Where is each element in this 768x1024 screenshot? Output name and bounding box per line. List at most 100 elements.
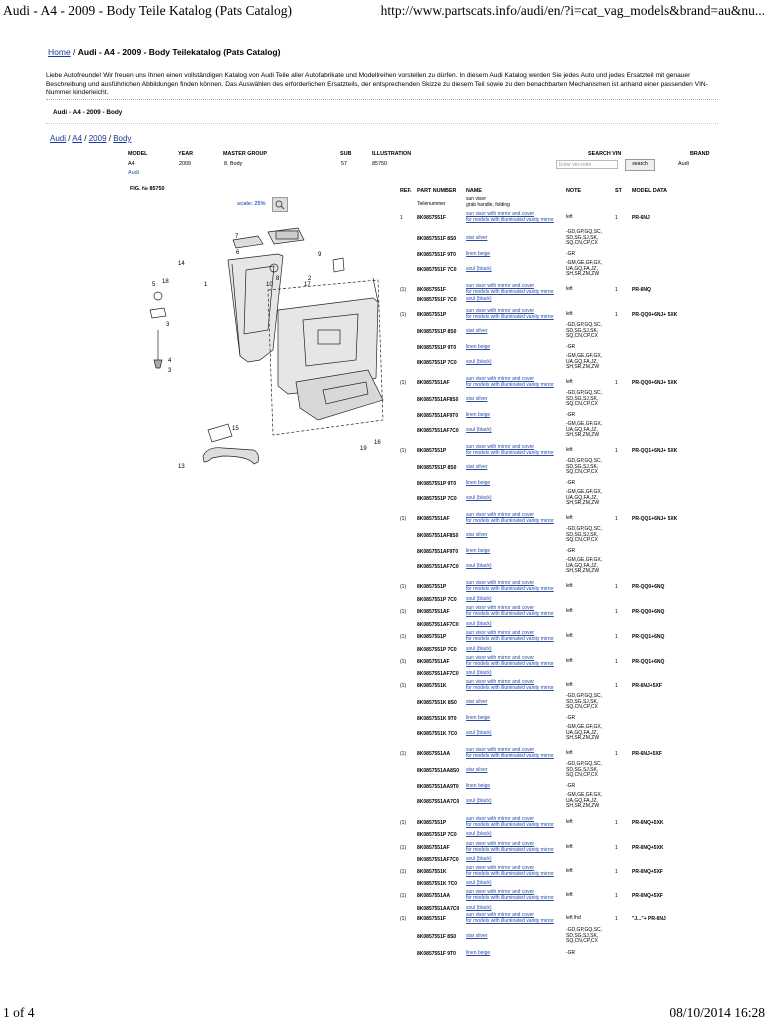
- part-name-link[interactable]: star silver: [466, 464, 488, 470]
- part-number: 8K0857551AF8S0: [417, 397, 459, 403]
- part-number: 8K0857551AA7C0: [417, 799, 460, 805]
- vin-input[interactable]: Enter vin-code: [556, 160, 618, 169]
- part-name-link[interactable]: soul (black): [466, 856, 492, 862]
- breadcrumb-body[interactable]: Body: [113, 134, 132, 143]
- part-name-link[interactable]: sun visor with mirror and cover for mode…: [466, 679, 554, 691]
- part-name-link[interactable]: soul (black): [466, 266, 492, 272]
- part-model-data: PR-6NJ+5XF: [632, 751, 662, 757]
- part-st: 1: [615, 845, 618, 851]
- part-name-link[interactable]: sun visor with mirror and cover for mode…: [466, 655, 554, 667]
- col-illustration-header: ILLUSTRATION: [372, 151, 412, 157]
- part-name-link[interactable]: soul (black): [466, 646, 492, 652]
- top-breadcrumb: Home / Audi - A4 - 2009 - Body Teilekata…: [48, 47, 280, 57]
- part-name-link[interactable]: star silver: [466, 767, 488, 773]
- part-number: 8K0857551P 8S0: [417, 329, 457, 335]
- part-name-link[interactable]: soul (black): [466, 798, 492, 804]
- part-name-link[interactable]: star silver: [466, 235, 488, 241]
- part-name-link[interactable]: star silver: [466, 396, 488, 402]
- master-group-value: 8. Body: [224, 161, 243, 167]
- grab-handle: [202, 447, 259, 465]
- part-name-link[interactable]: star silver: [466, 933, 488, 939]
- part-name-link[interactable]: soul (black): [466, 596, 492, 602]
- part-name-link[interactable]: sun visor with mirror and cover for mode…: [466, 211, 554, 223]
- breadcrumb-audi[interactable]: Audi: [50, 134, 67, 143]
- part-ref: (1): [400, 516, 407, 522]
- part-name-link[interactable]: sun visor with mirror and cover for mode…: [466, 605, 554, 617]
- part-name-link[interactable]: soul (black): [466, 730, 492, 736]
- part-model-data: PR-6NQ+5XK: [632, 845, 664, 851]
- callout-15: 15: [232, 426, 239, 432]
- part-st: 1: [615, 869, 618, 875]
- part-note: -GD,GP,GQ,SC, SD,SG,SJ,SK, SQ,CN,CP,CX: [566, 229, 603, 247]
- part-name-link[interactable]: star silver: [466, 532, 488, 538]
- breadcrumb-2009[interactable]: 2009: [88, 134, 107, 143]
- part-name-link[interactable]: linen beige: [466, 344, 491, 350]
- part-name-link[interactable]: soul (black): [466, 427, 492, 433]
- callout-3: 3: [166, 322, 170, 328]
- breadcrumb-a4[interactable]: A4: [72, 134, 83, 143]
- part-model-data: "J..."+ PR-6NJ: [632, 916, 666, 922]
- part-name-link[interactable]: linen beige: [466, 251, 491, 257]
- part-number: 8K0857551P: [417, 312, 447, 318]
- part-name-link[interactable]: sun visor with mirror and cover for mode…: [466, 580, 554, 592]
- part-note: left: [566, 608, 573, 614]
- part-name-link[interactable]: soul (black): [466, 296, 492, 302]
- part-name-link[interactable]: star silver: [466, 328, 488, 334]
- part-name-link[interactable]: linen beige: [466, 783, 491, 789]
- part-number: 8K0857551AF8S0: [417, 533, 459, 539]
- col-search-vin-header: SEARCH VIN: [588, 151, 622, 157]
- print-header: Audi - A4 - 2009 - Body Teile Katalog (P…: [0, 0, 768, 22]
- part-note: left: [566, 892, 573, 898]
- part-number: 8K0857551K 9T0: [417, 716, 457, 722]
- part-name-link[interactable]: soul (black): [466, 621, 492, 627]
- parts-col-part: PART NUMBER: [417, 188, 457, 194]
- part-name-link[interactable]: soul (black): [466, 880, 492, 886]
- part-name-link[interactable]: soul (black): [466, 563, 492, 569]
- part-name-link[interactable]: star silver: [466, 699, 488, 705]
- part-model-data: PR-QQ1+6NQ: [632, 634, 665, 640]
- part-name-link[interactable]: sun visor with mirror and cover for mode…: [466, 308, 554, 320]
- part-number: 8K0857551P 7C0: [417, 832, 457, 838]
- part-name-link[interactable]: sun visor with mirror and cover for mode…: [466, 444, 554, 456]
- part-name-link[interactable]: sun visor with mirror and cover for mode…: [466, 283, 554, 295]
- part-name-link[interactable]: linen beige: [466, 548, 491, 554]
- part-number: 8K0857551F 9T0: [417, 252, 456, 258]
- part-number: 8K0857551F 7C0: [417, 297, 457, 303]
- part-name-link[interactable]: soul (black): [466, 670, 492, 676]
- part-number: 8K0857551AF9T0: [417, 549, 459, 555]
- part-name-link[interactable]: sun visor with mirror and cover for mode…: [466, 816, 554, 828]
- page-title: Audi - A4 - 2009 - Body Teilekatalog (Pa…: [77, 47, 281, 57]
- part-name-link[interactable]: linen beige: [466, 715, 491, 721]
- part-name-link[interactable]: soul (black): [466, 831, 492, 837]
- callout-17: 17: [304, 282, 311, 288]
- part-note: -GR: [566, 480, 576, 486]
- part-number: 8K0857551P 7C0: [417, 597, 457, 603]
- part-number: 8K0857551P 7C0: [417, 496, 457, 502]
- part-name-link[interactable]: sun visor with mirror and cover for mode…: [466, 865, 554, 877]
- part-note: -GR: [566, 344, 576, 350]
- part-name-link[interactable]: soul (black): [466, 905, 492, 911]
- part-name-link[interactable]: sun visor with mirror and cover for mode…: [466, 376, 554, 388]
- part-name-link[interactable]: linen beige: [466, 950, 491, 956]
- part-name-link[interactable]: sun visor with mirror and cover for mode…: [466, 841, 554, 853]
- search-button[interactable]: search: [625, 159, 655, 171]
- home-link[interactable]: Home: [48, 47, 71, 57]
- parts-illustration[interactable]: 7 6 1 14 18 5 3 4 3 10 8 17 2 9 15 16 19…: [128, 210, 390, 500]
- col-sub-header: SUB: [340, 151, 352, 157]
- part-model-data: PR-QQ0+6NQ: [632, 584, 665, 590]
- part-number: 8K0857551K: [417, 683, 447, 689]
- zoom-button[interactable]: [272, 197, 288, 212]
- part-name-link[interactable]: sun visor with mirror and cover for mode…: [466, 630, 554, 642]
- model-sub-value[interactable]: Audi: [128, 170, 139, 176]
- part-name-link[interactable]: sun visor with mirror and cover for mode…: [466, 912, 554, 924]
- part-name-link[interactable]: soul (black): [466, 495, 492, 501]
- section-subtitle: Audi - A4 - 2009 - Body: [53, 109, 123, 116]
- callout-18: 18: [162, 279, 169, 285]
- part-name-link[interactable]: sun visor with mirror and cover for mode…: [466, 512, 554, 524]
- part-name-link[interactable]: soul (black): [466, 359, 492, 365]
- part-name-link[interactable]: sun visor with mirror and cover for mode…: [466, 889, 554, 901]
- part-name-link[interactable]: linen beige: [466, 480, 491, 486]
- part-name-link[interactable]: linen beige: [466, 412, 491, 418]
- part-name-link[interactable]: sun visor with mirror and cover for mode…: [466, 747, 554, 759]
- part-note: -GD,GP,GQ,SC, SD,SG,SJ,SK, SQ,CN,CP,CX: [566, 390, 603, 408]
